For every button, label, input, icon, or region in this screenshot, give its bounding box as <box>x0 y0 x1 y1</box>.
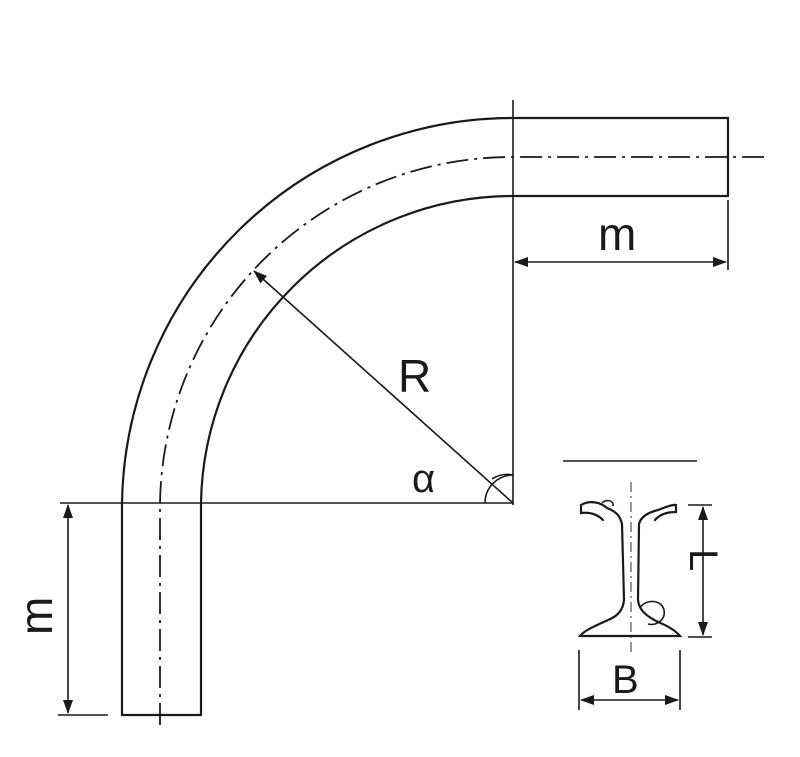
left-length-label: m <box>10 597 62 635</box>
angle-arc-inner <box>491 473 514 480</box>
angle-label: α <box>412 457 435 501</box>
rail-profile <box>577 501 683 638</box>
radius-label: R <box>398 350 431 402</box>
angle-arc <box>484 474 514 504</box>
bend-outer-edge <box>120 116 730 717</box>
rail-head-hook <box>601 499 614 507</box>
top-length-label: m <box>598 208 636 260</box>
bend-centerline <box>159 156 765 725</box>
radius-arrow <box>253 270 514 504</box>
rail-width-label: B <box>612 658 639 702</box>
rail-height-label: L <box>681 549 725 571</box>
bend-inner-edge <box>199 194 730 717</box>
rail-foot-bulge <box>639 600 666 626</box>
